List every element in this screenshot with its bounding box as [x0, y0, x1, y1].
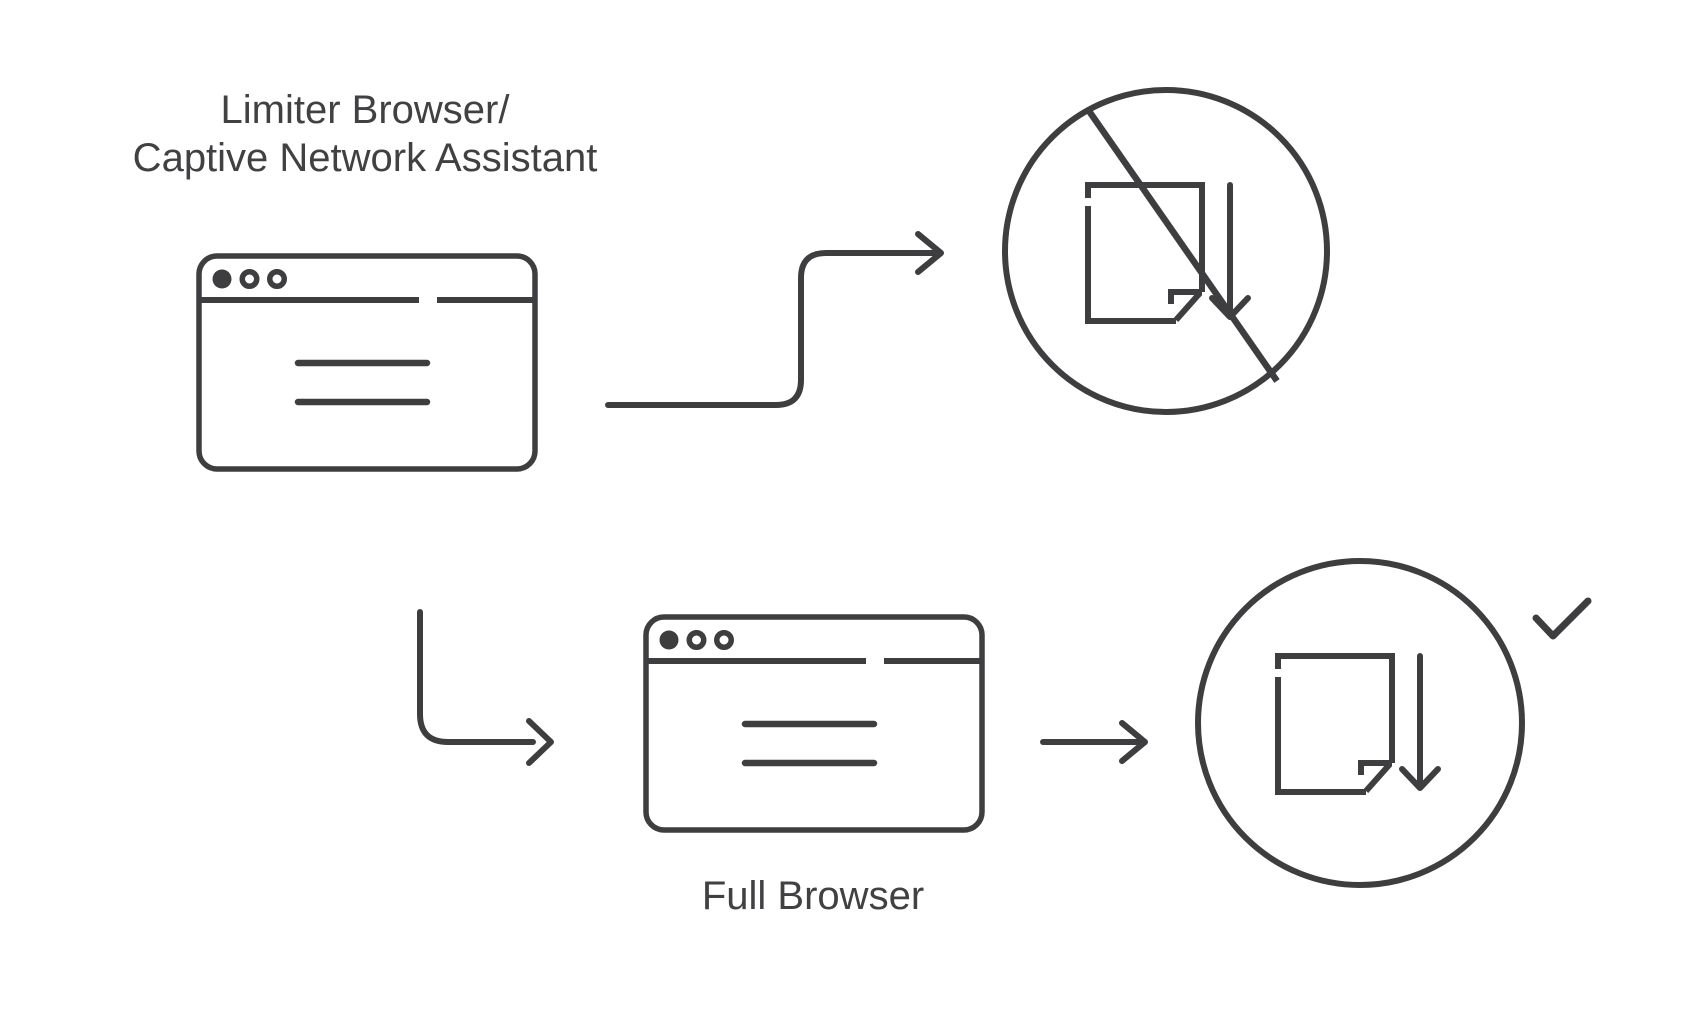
limiter-browser-label: Limiter Browser/ Captive Network Assista…	[133, 86, 598, 182]
download-blocked-icon	[1002, 87, 1330, 415]
s-curve-arrow-icon	[605, 231, 944, 408]
full-browser-window-icon	[646, 617, 982, 830]
prohibition-slash-icon	[1086, 109, 1280, 383]
limiter-browser-window-icon	[199, 256, 535, 469]
checkmark-icon	[1532, 597, 1592, 640]
download-allowed-icon	[1195, 558, 1525, 888]
limiter-browser-label-line2: Captive Network Assistant	[132, 136, 598, 180]
elbow-arrow-icon	[417, 609, 554, 766]
full-browser-label: Full Browser	[701, 874, 925, 918]
document-download-icon	[1278, 656, 1438, 792]
limiter-browser-label-line1: Limiter Browser/	[220, 88, 510, 132]
right-arrow-icon	[1040, 720, 1148, 764]
